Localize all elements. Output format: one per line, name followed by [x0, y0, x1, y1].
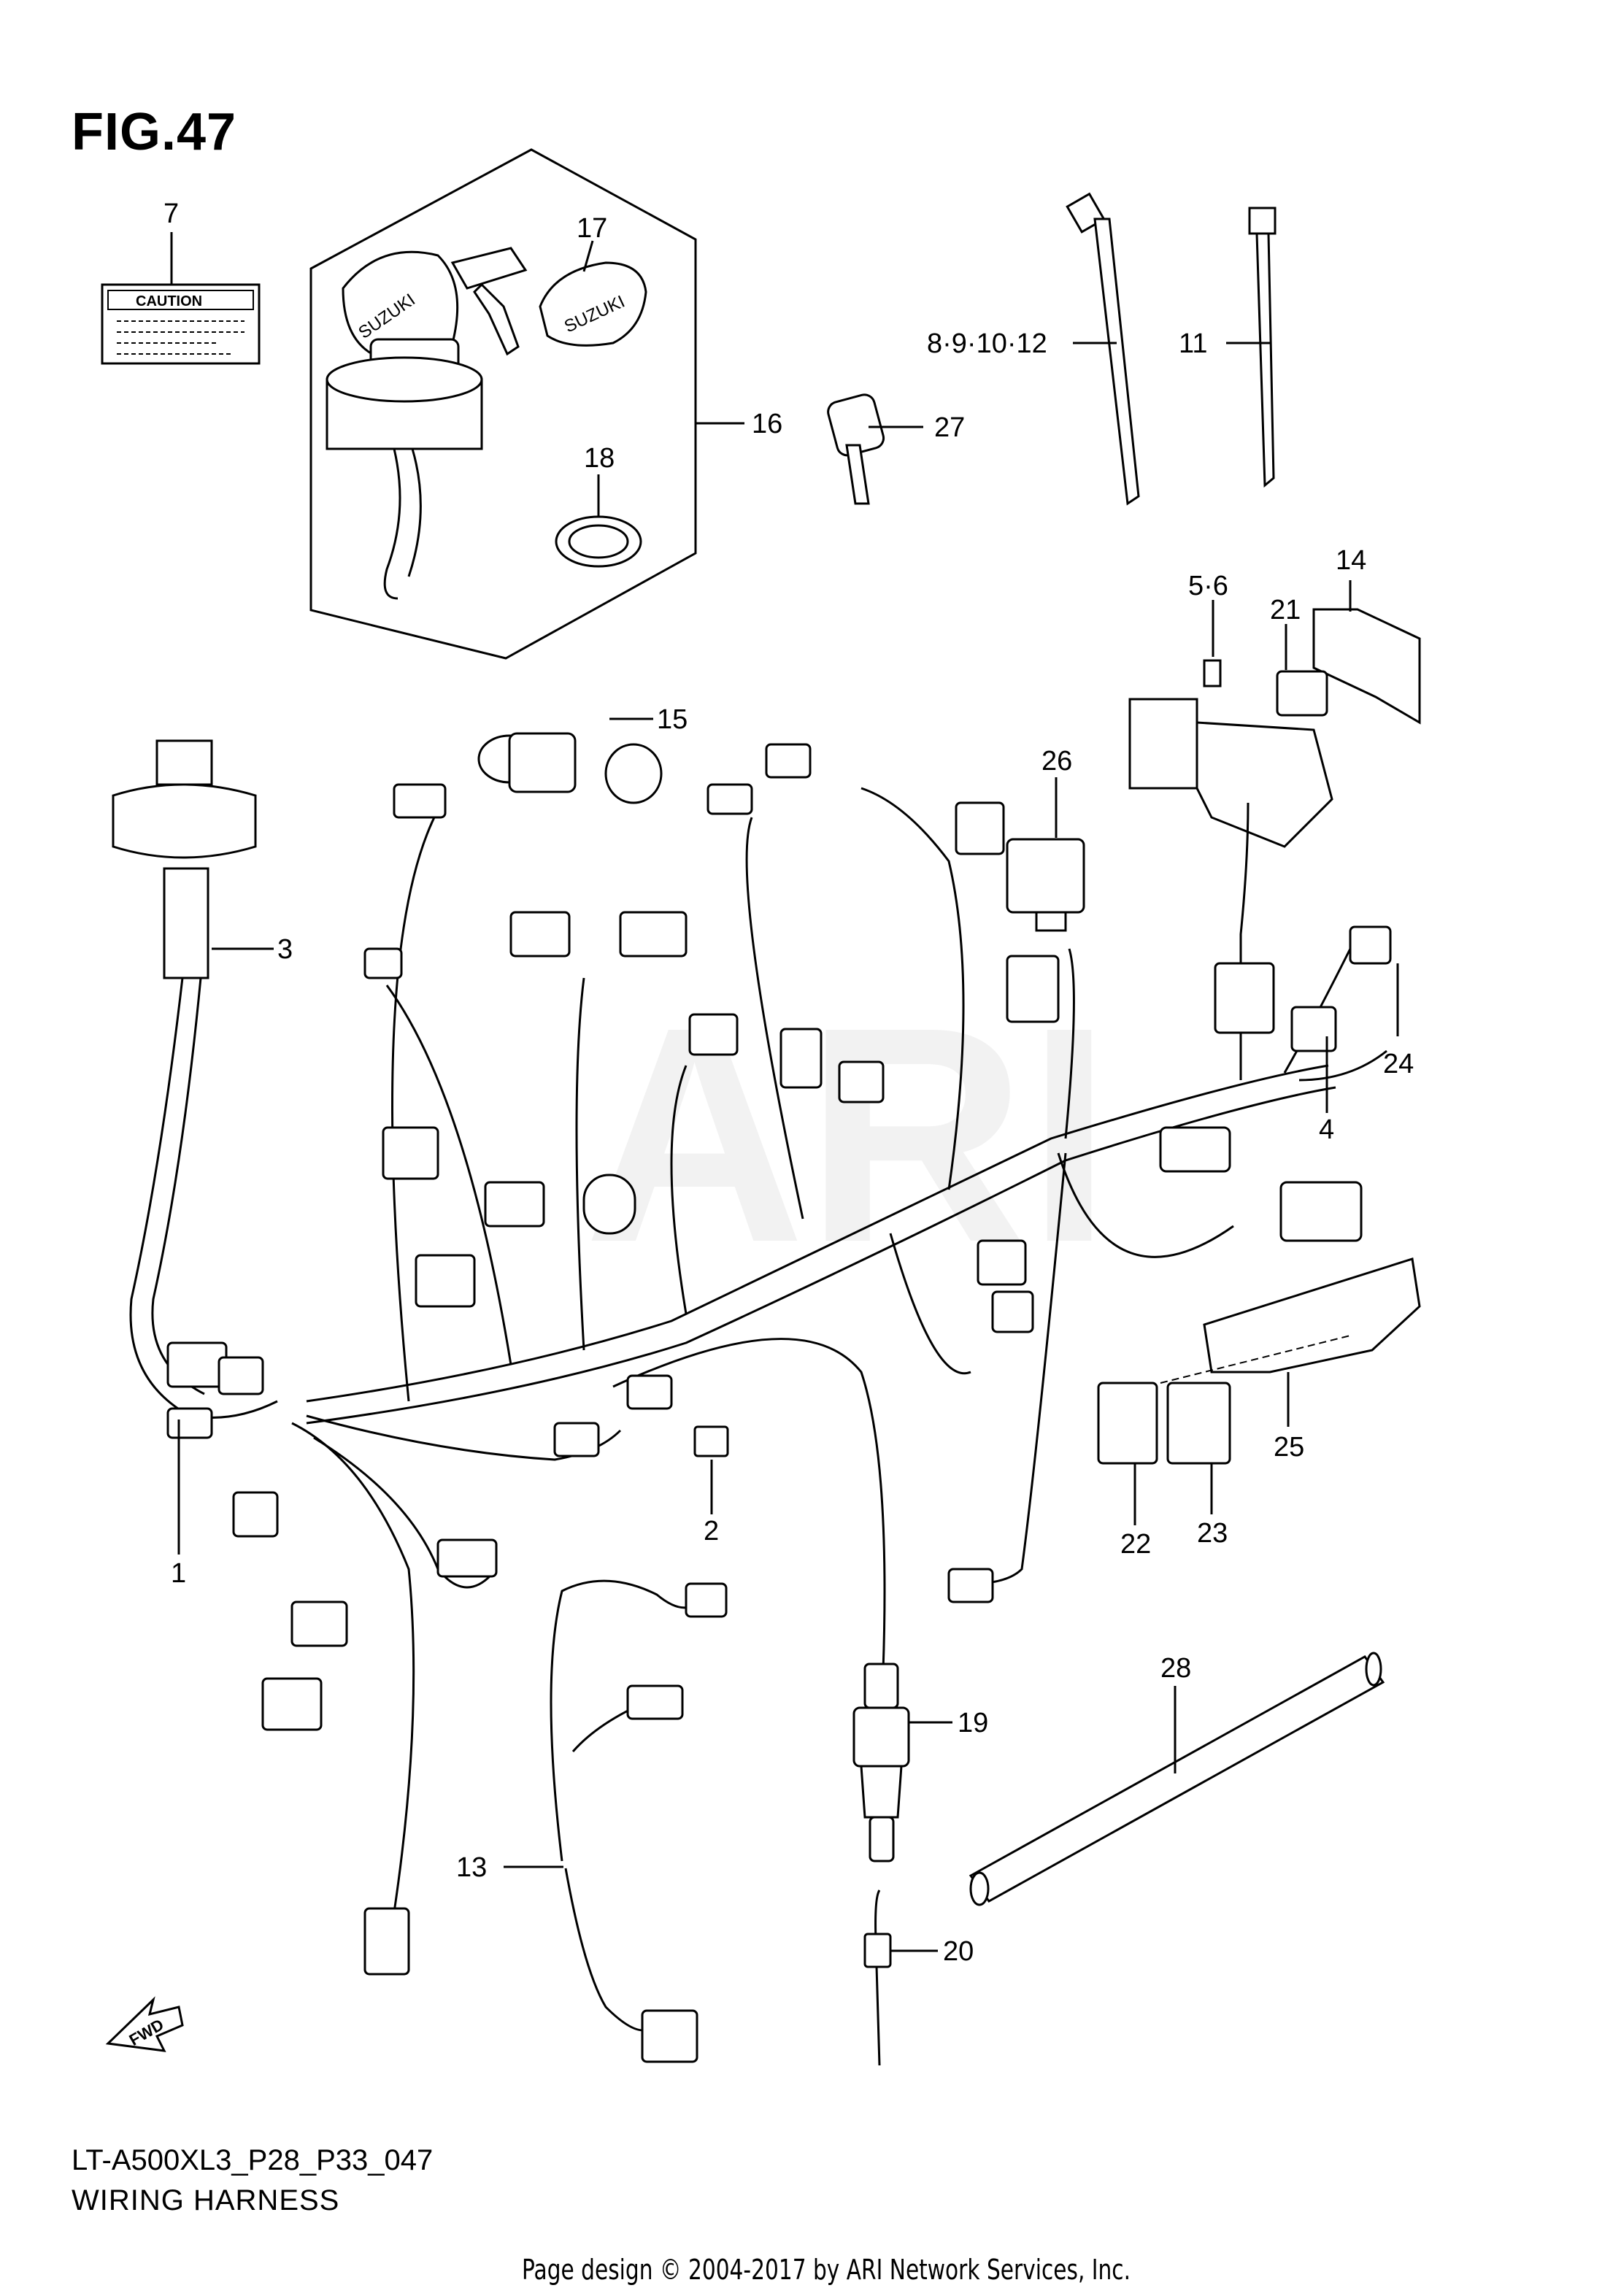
callout-28: 28: [1160, 1653, 1191, 1684]
sub-harness-13-part[interactable]: [550, 1579, 728, 2063]
model-code: LT-A500XL3_P28_P33_047: [72, 2144, 434, 2176]
relay-bracket-part[interactable]: [1312, 608, 1421, 725]
callout-24: 24: [1383, 1049, 1414, 1079]
bracket-25-part[interactable]: [1160, 1257, 1421, 1384]
relay-26-part[interactable]: [1006, 838, 1085, 932]
callout-18: 18: [584, 443, 615, 474]
starter-relay-part[interactable]: [1276, 670, 1328, 717]
callout-13: 13: [456, 1852, 487, 1883]
callout-11: 11: [1179, 328, 1207, 359]
callout-21: 21: [1270, 595, 1301, 625]
callout-25: 25: [1274, 1432, 1304, 1463]
callout-2: 2: [704, 1516, 719, 1546]
callout-22: 22: [1120, 1529, 1151, 1560]
callout-17: 17: [577, 213, 607, 244]
sensor-pin-part[interactable]: [863, 1889, 892, 2066]
fuse-box-part[interactable]: [1128, 698, 1333, 848]
callout-15: 15: [657, 704, 688, 735]
callout-7: 7: [163, 199, 179, 229]
callout-19: 19: [958, 1708, 988, 1738]
coupler-23-part[interactable]: [1166, 1382, 1231, 1465]
callout-26: 26: [1041, 746, 1072, 777]
cable-tie-part[interactable]: [1248, 207, 1277, 488]
caution-label-part[interactable]: CAUTION: [101, 283, 261, 365]
main-harness-part[interactable]: [112, 739, 1392, 1976]
key-part[interactable]: [826, 393, 886, 505]
diagram-name: WIRING HARNESS: [72, 2184, 340, 2216]
switch-cap-part[interactable]: SUZUKI: [539, 261, 647, 347]
ignition-switch-part[interactable]: SUZUKI: [326, 247, 528, 600]
fuse-part[interactable]: [1203, 659, 1222, 687]
callout-23: 23: [1197, 1518, 1228, 1549]
callout-3: 3: [277, 934, 293, 965]
coupler-22-part[interactable]: [1097, 1382, 1158, 1465]
callout-27: 27: [934, 412, 965, 443]
caution-label-text: CAUTION: [136, 293, 202, 309]
accessory-socket-part[interactable]: [477, 732, 663, 804]
connector-cap-part[interactable]: [693, 1425, 729, 1457]
fwd-arrow-icon: FWD: [105, 1996, 184, 2052]
corrugated-tube-part[interactable]: [969, 1652, 1385, 1906]
figure-title: FIG.47: [72, 103, 237, 161]
callout-1: 1: [171, 1558, 186, 1589]
lock-ring-part[interactable]: [555, 515, 642, 568]
ignition-switch-kit-outline: [309, 148, 697, 660]
copyright-footer: Page design © 2004-2017 by ARI Network S…: [522, 2254, 1131, 2286]
callout-14: 14: [1336, 545, 1366, 576]
callout-20: 20: [943, 1936, 974, 1967]
clamp-tie-part[interactable]: [1066, 192, 1140, 506]
callout-5-6: 5·6: [1188, 571, 1228, 601]
oxygen-sensor-part[interactable]: [852, 1663, 910, 1862]
callout-16: 16: [752, 409, 782, 439]
callout-4: 4: [1319, 1114, 1334, 1145]
callout-8-9-10-12: 8·9·10·12: [927, 328, 1047, 359]
